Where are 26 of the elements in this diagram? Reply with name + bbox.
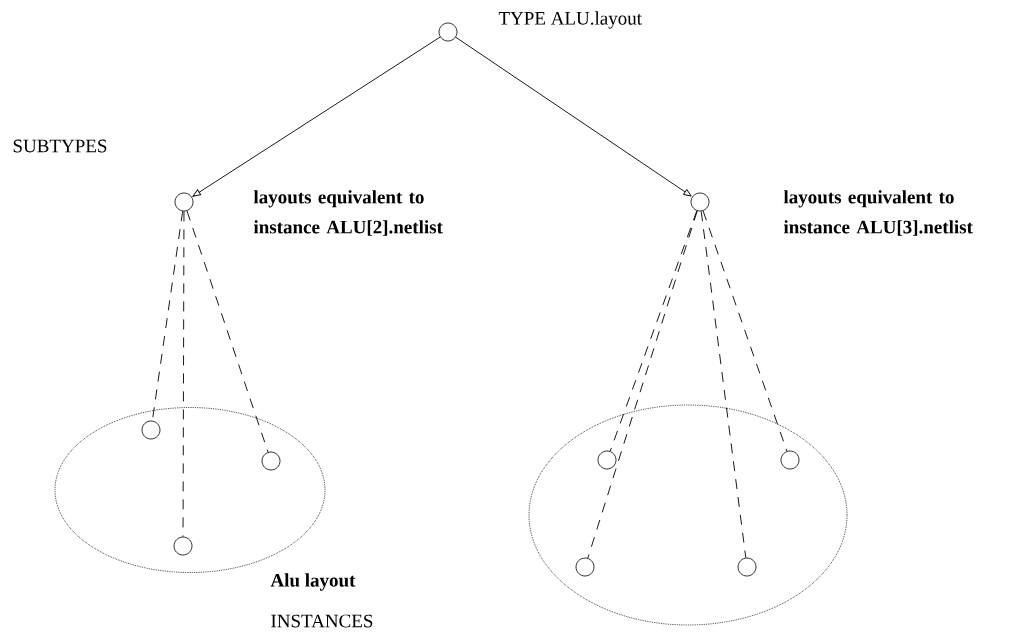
dashed-line: [182, 210, 185, 538]
circle: [780, 450, 800, 470]
dotted-ellipse: [528, 404, 848, 626]
circle: [173, 536, 193, 556]
arrow: [455, 36, 692, 197]
node-caption: layouts equivalent to instance ALU[3].netlist: [783, 190, 973, 236]
circle: [575, 557, 595, 577]
arrow: [192, 36, 441, 197]
circle: [261, 451, 281, 471]
node-caption: TYPE ALU.layout: [498, 11, 642, 29]
node-caption: layouts equivalent to instance ALU[2].netlist: [253, 190, 443, 236]
circle: [690, 192, 710, 212]
label: SUBTYPES: [13, 139, 107, 153]
circle: [737, 557, 757, 577]
dashed-line: [700, 210, 747, 559]
dotted-ellipse: [54, 407, 326, 573]
circle: [597, 450, 617, 470]
node-caption: Alu layout: [270, 573, 356, 591]
dashed-line: [702, 210, 788, 452]
dashed-line: [587, 210, 698, 559]
label: INSTANCES: [271, 614, 373, 628]
circle: [174, 192, 194, 212]
dashed-line: [609, 210, 698, 452]
circle: [141, 420, 161, 440]
circle: [438, 22, 458, 42]
dashed-line: [186, 210, 269, 453]
